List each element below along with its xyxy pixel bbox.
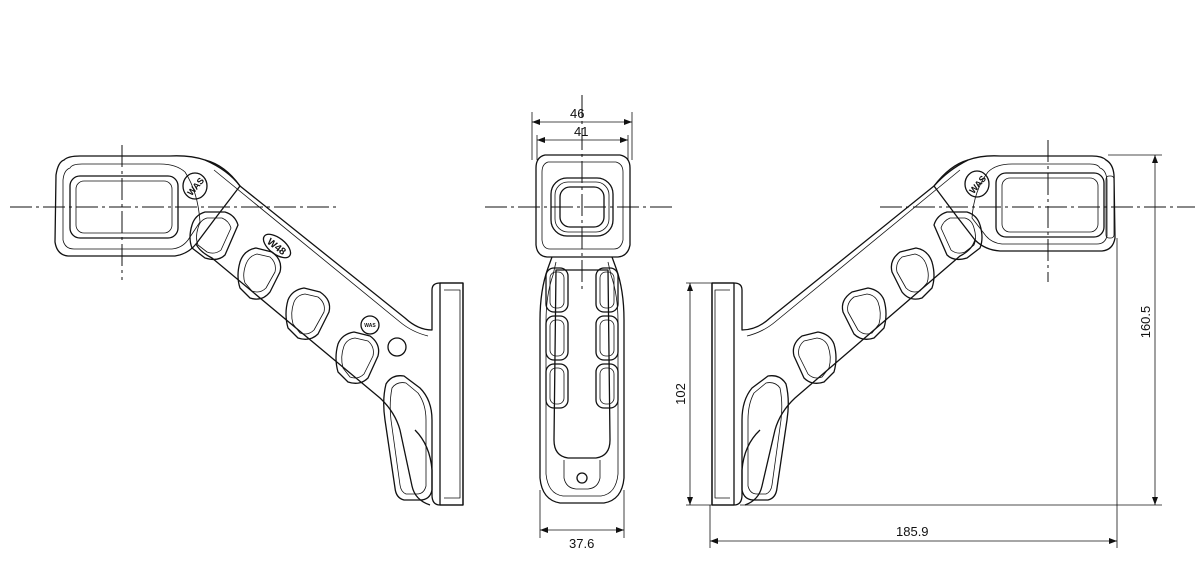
right-end-cap — [1105, 175, 1115, 239]
middle-arm-inner-channel — [553, 269, 611, 459]
middle-front-view: 46 41 37.6 — [485, 95, 672, 551]
left-arm-pockets — [189, 211, 433, 501]
left-base-plate-inner — [444, 289, 461, 499]
left-lens-inner — [75, 180, 173, 234]
right-arm-lower-edge — [744, 239, 976, 506]
left-model-label-badge — [262, 233, 292, 259]
dim-label-185-9: 185.9 — [896, 524, 929, 539]
dim-label-41: 41 — [574, 124, 588, 139]
left-small-badge — [360, 315, 380, 335]
left-lamp-head-inner-rim — [62, 163, 201, 250]
right-logo-text: WAS — [967, 174, 988, 196]
right-arm-upper-edge — [711, 159, 969, 506]
right-lens-inner — [1001, 177, 1099, 233]
middle-mounting-hole — [576, 472, 588, 484]
right-arm-upper-inner — [746, 169, 961, 337]
right-lamp-head-inner-rim — [971, 163, 1108, 245]
middle-lens-inner — [559, 186, 605, 228]
left-arm-lower-edge — [195, 243, 431, 506]
left-logo-text: WAS — [185, 176, 206, 198]
right-logo-badge — [964, 170, 990, 198]
left-arm-upper-inner — [213, 169, 429, 337]
right-lamp-head-outer — [933, 155, 1116, 252]
middle-arm-pockets — [545, 267, 619, 409]
right-arm-pockets — [741, 211, 983, 501]
dim-label-37-6: 37.6 — [569, 536, 594, 551]
right-side-view: WAS 102 160.5 — [673, 140, 1195, 548]
right-base-plate-inner — [714, 289, 730, 499]
left-lamp-head-outer — [54, 155, 241, 257]
left-small-badge-text: WAS — [364, 323, 376, 329]
left-side-view: WAS W48 WAS — [10, 145, 464, 506]
middle-arm-inner — [545, 261, 619, 497]
left-mounting-hole — [387, 337, 407, 357]
dim-label-160-5: 160.5 — [1138, 306, 1153, 339]
left-lens — [69, 175, 179, 239]
dim-label-102: 102 — [673, 383, 688, 405]
left-arm-upper-edge — [204, 159, 464, 506]
middle-head-inner — [541, 161, 624, 250]
dim-label-46: 46 — [570, 106, 584, 121]
left-base-plate — [439, 282, 464, 506]
middle-arm-outer — [539, 256, 625, 504]
right-lens — [995, 172, 1105, 238]
right-base-plate — [711, 282, 735, 506]
middle-lens-outer — [550, 177, 614, 237]
left-logo-badge — [182, 172, 208, 200]
middle-lens-ring — [554, 181, 610, 233]
middle-head-outer — [535, 154, 631, 258]
